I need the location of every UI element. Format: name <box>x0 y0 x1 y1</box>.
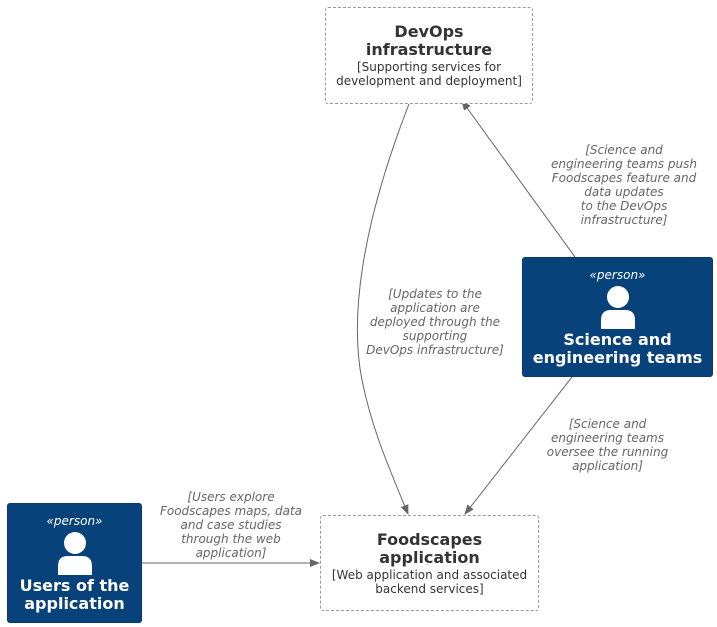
devops-description: [Supporting services for development and… <box>336 60 522 88</box>
devops-title: DevOps infrastructure <box>365 22 493 59</box>
foodscapes-description: [Web application and associated backend … <box>331 567 528 596</box>
devops-infrastructure-node[interactable]: DevOps infrastructure [Supporting servic… <box>325 7 533 104</box>
users-title: Users of the application <box>19 575 130 613</box>
science-engineering-teams-node[interactable]: «person» Science and engineering teams <box>522 257 713 377</box>
foodscapes-title: Foodscapes application <box>376 529 483 567</box>
label-scientists-to-foodscapes: [Science and engineering teams oversee t… <box>546 417 669 473</box>
arrow-devops-to-foodscapes <box>356 103 410 515</box>
users-stereotype: «person» <box>46 513 103 528</box>
person-icon <box>600 285 635 329</box>
label-scientists-to-devops: [Science and engineering teams push Food… <box>551 143 697 227</box>
scientists-stereotype: «person» <box>589 267 646 282</box>
label-users-to-foodscapes: [Users explore Foodscapes maps, data and… <box>159 490 303 560</box>
arrow-scientists-to-foodscapes <box>464 376 573 515</box>
label-devops-to-foodscapes: [Updates to the application are deployed… <box>366 287 504 357</box>
users-of-application-node[interactable]: «person» Users of the application <box>7 503 142 623</box>
scientists-title: Science and engineering teams <box>532 329 703 367</box>
arrow-scientists-to-devops <box>461 100 576 258</box>
foodscapes-application-node[interactable]: Foodscapes application [Web application … <box>320 515 539 611</box>
person-icon <box>57 531 92 575</box>
